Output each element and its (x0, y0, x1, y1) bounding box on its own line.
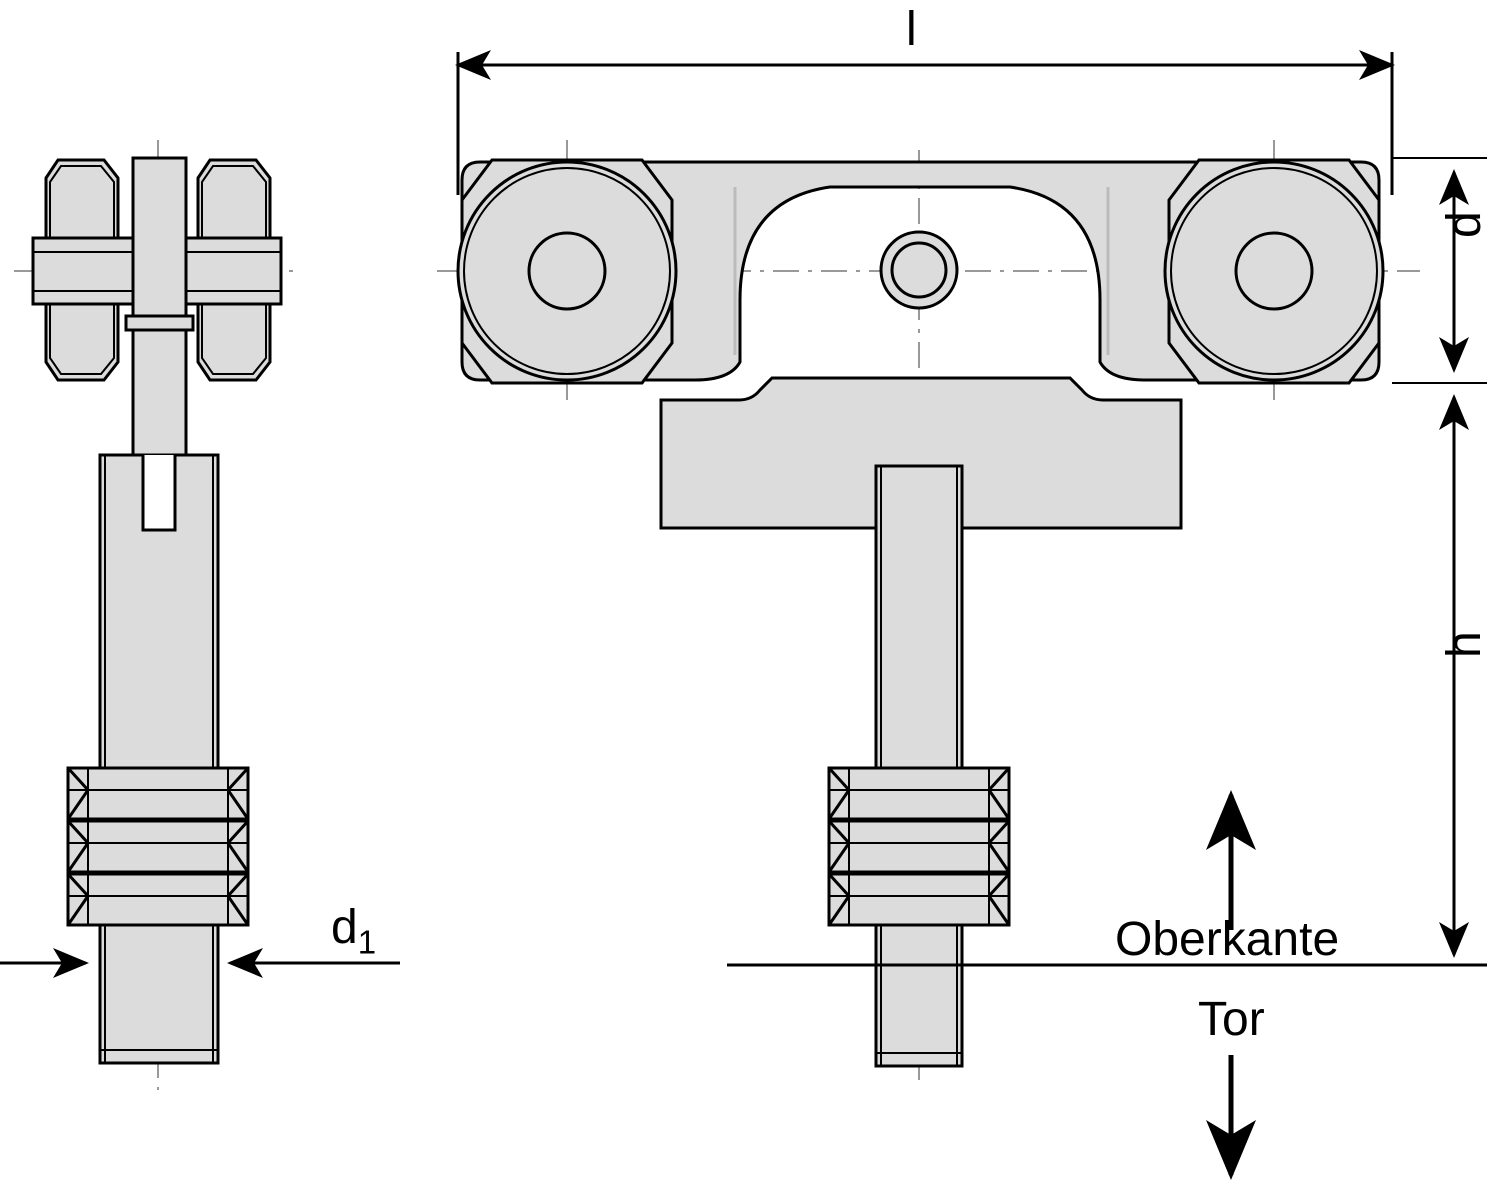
label-diameter: d (1438, 211, 1491, 238)
label-shaft-diameter-sub: 1 (357, 923, 377, 961)
label-length: l (906, 3, 917, 56)
hex-nut (827, 819, 1011, 874)
hex-nut (827, 872, 1011, 927)
label-height: h (1438, 631, 1491, 658)
roller-left-side (456, 158, 678, 385)
top-edge-reference (727, 790, 1487, 1180)
hex-nut-stack-side (827, 766, 1011, 927)
roller-right-side (1163, 158, 1385, 385)
hex-nut-stack-front (66, 766, 250, 927)
front-view (0, 140, 400, 1090)
label-shaft-diameter: d1 (331, 900, 376, 962)
label-oberkante: Oberkante (1115, 913, 1340, 966)
carrier-body (460, 160, 1381, 382)
hex-nut (66, 872, 250, 927)
hanger-plate-front (124, 156, 195, 470)
dimension-l (455, 50, 1395, 195)
hex-nut (827, 766, 1011, 821)
label-tor: Tor (1198, 993, 1265, 1046)
hex-nut (66, 766, 250, 821)
dimension-h (1392, 394, 1487, 966)
threaded-stem-front (98, 453, 220, 1065)
dimension-d (1392, 157, 1487, 384)
label-shaft-diameter-base: d (331, 901, 358, 954)
threaded-stem-side (874, 464, 964, 1068)
hex-nut (66, 819, 250, 874)
mount-block (659, 376, 1183, 530)
center-pivot-hole (879, 230, 959, 310)
